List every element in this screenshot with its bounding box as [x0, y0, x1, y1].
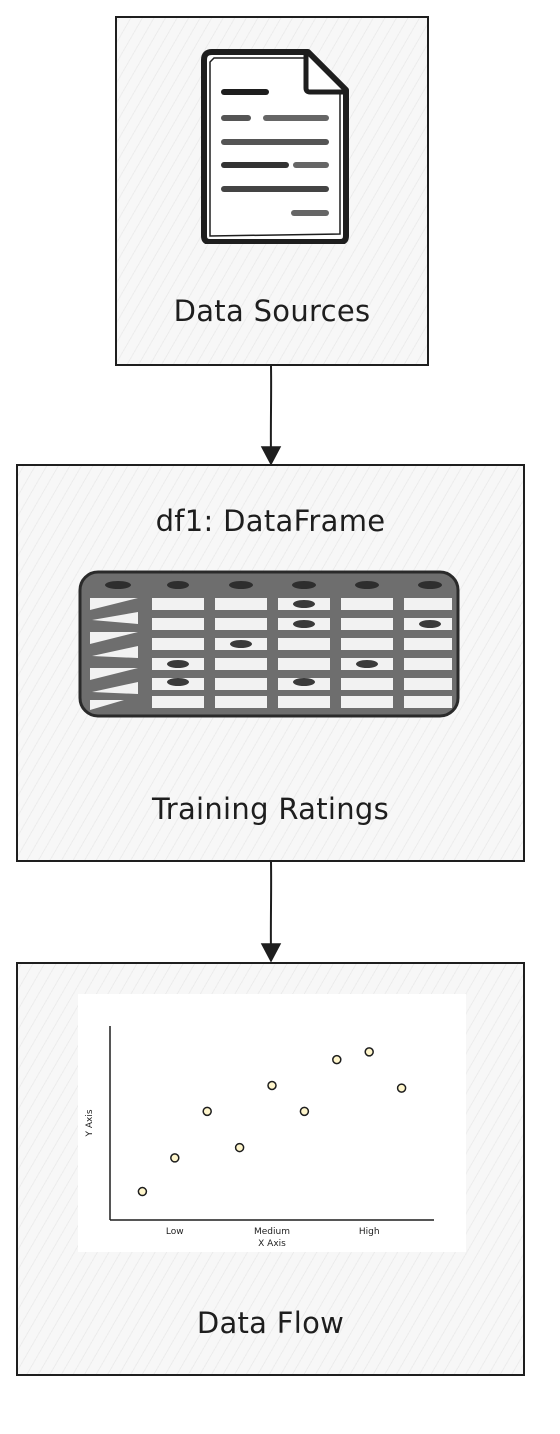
scatter-point — [202, 1106, 212, 1117]
document-icon — [200, 48, 350, 245]
table-icon — [78, 570, 460, 718]
scatter-chart-icon: X Axis Y Axis Low Medium High — [78, 994, 466, 1252]
scatter-point — [364, 1047, 374, 1057]
dataframe-title: df1: DataFrame — [155, 504, 386, 538]
scatter-point — [170, 1153, 180, 1163]
scatter-point — [396, 1083, 407, 1093]
data-flow-node: X Axis Y Axis Low Medium High Data Flow — [16, 962, 525, 1376]
x-tick-label: Medium — [254, 1227, 290, 1237]
data-sources-label: Data Sources — [173, 294, 371, 328]
x-axis-label: X Axis — [258, 1239, 286, 1249]
scatter-point — [332, 1054, 342, 1065]
scatter-point — [267, 1080, 277, 1091]
data-sources-node: Data Sources — [115, 16, 429, 366]
dataframe-node: df1: DataFrame — [16, 464, 525, 862]
scatter-point — [137, 1186, 148, 1197]
scatter-plot: X Axis Y Axis Low Medium High — [85, 1026, 434, 1249]
y-axis-label: Y Axis — [85, 1109, 95, 1137]
data-flow-label: Data Flow — [196, 1306, 345, 1340]
scatter-point — [234, 1142, 245, 1153]
x-tick-label: High — [359, 1227, 380, 1237]
dataframe-label: Training Ratings — [151, 792, 390, 826]
x-tick-label: Low — [166, 1227, 184, 1237]
scatter-point — [299, 1106, 310, 1117]
